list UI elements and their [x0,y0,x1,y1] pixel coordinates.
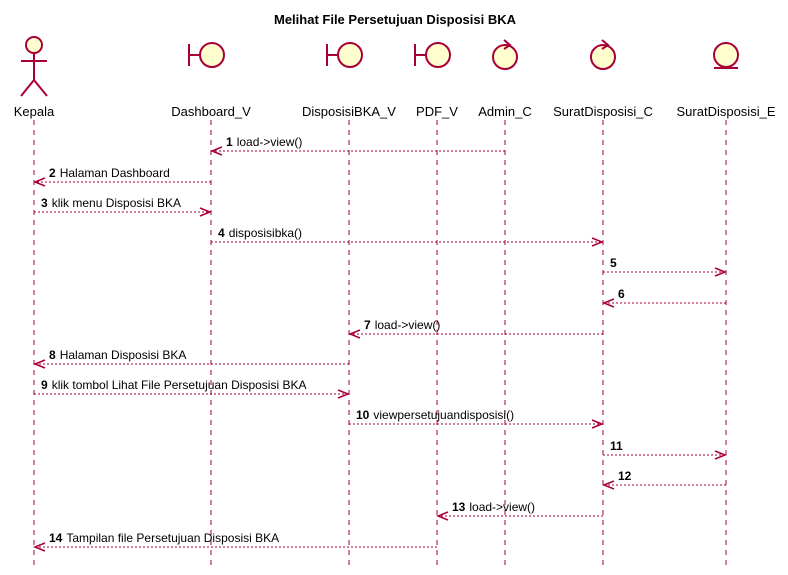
boundary-icon [326,42,363,68]
arrowhead [591,237,605,247]
message-number: 8 [49,348,56,362]
message-text: Halaman Dashboard [60,166,170,180]
arrowhead [601,480,615,490]
arrowhead [591,419,605,429]
arrowhead [209,146,223,156]
message-label: 3 klik menu Disposisi BKA [41,196,181,210]
message-label: 4 disposisibka() [218,226,302,240]
message-label: 9 klik tombol Lihat File Persetujuan Disp… [41,378,306,392]
message-number: 14 [49,531,63,545]
arrowhead [32,359,46,369]
message-number: 2 [49,166,56,180]
message-11: 11 [603,439,728,460]
control-icon [590,39,616,70]
boundary-icon [188,42,225,68]
control-icon [492,39,518,70]
message-7: 7 load->view() [347,318,603,339]
message-text: viewpersetujuandisposisi() [373,408,514,422]
message-number: 12 [618,469,632,483]
participant-name-suratdisposisi-e: SuratDisposisi_E [677,104,776,119]
message-text: klik tombol Lihat File Persetujuan Dispo… [52,378,307,392]
message-12: 12 [601,469,726,490]
actor-icon [20,36,48,97]
participant-name-pdf-v: PDF_V [416,104,458,119]
message-number: 1 [226,135,233,149]
arrowhead [601,298,615,308]
message-label: 6 [618,287,625,301]
participant-name-suratdisposisi-c: SuratDisposisi_C [553,104,653,119]
message-6: 6 [601,287,726,308]
message-text: klik menu Disposisi BKA [52,196,181,210]
message-8: 8 Halaman Disposisi BKA [32,348,349,369]
message-text: load->view() [469,500,535,514]
message-number: 13 [452,500,466,514]
arrowhead [714,267,728,277]
message-label: 2 Halaman Dashboard [49,166,170,180]
message-number: 9 [41,378,48,392]
message-number: 7 [364,318,371,332]
message-text: load->view() [375,318,441,332]
arrowhead [32,177,46,187]
message-9: 9 klik tombol Lihat File Persetujuan Disp… [34,378,351,399]
message-number: 6 [618,287,625,301]
arrowhead [32,542,46,552]
message-text: disposisibka() [229,226,302,240]
participant-name-dashboard-v: Dashboard_V [171,104,251,119]
arrowhead [347,329,361,339]
message-2: 2 Halaman Dashboard [32,166,211,187]
message-number: 10 [356,408,370,422]
message-text: Tampilan file Persetujuan Disposisi BKA [66,531,279,545]
participant-name-kepala: Kepala [14,104,55,119]
arrowhead [714,450,728,460]
participant-name-admin-c: Admin_C [478,104,531,119]
arrowhead [199,207,213,217]
message-text: load->view() [237,135,303,149]
boundary-icon [414,42,451,68]
entity-icon [713,42,739,69]
message-label: 8 Halaman Disposisi BKA [49,348,186,362]
message-label: 1 load->view() [226,135,302,149]
arrowhead [435,511,449,521]
message-5: 5 [603,256,728,277]
message-label: 11 [610,439,623,453]
message-1: 1 load->view() [209,135,505,156]
message-number: 3 [41,196,48,210]
message-number: 11 [610,439,623,453]
diagram-title: Melihat File Persetujuan Disposisi BKA [274,12,517,27]
message-4: 4 disposisibka() [211,226,605,247]
participant-name-disposisibka-v: DisposisiBKA_V [302,104,396,119]
message-text: Halaman Disposisi BKA [60,348,187,362]
arrowhead [337,389,351,399]
message-number: 4 [218,226,225,240]
message-label: 12 [618,469,632,483]
message-3: 3 klik menu Disposisi BKA [34,196,213,217]
message-number: 5 [610,256,617,270]
message-label: 7 load->view() [364,318,440,332]
message-label: 5 [610,256,617,270]
